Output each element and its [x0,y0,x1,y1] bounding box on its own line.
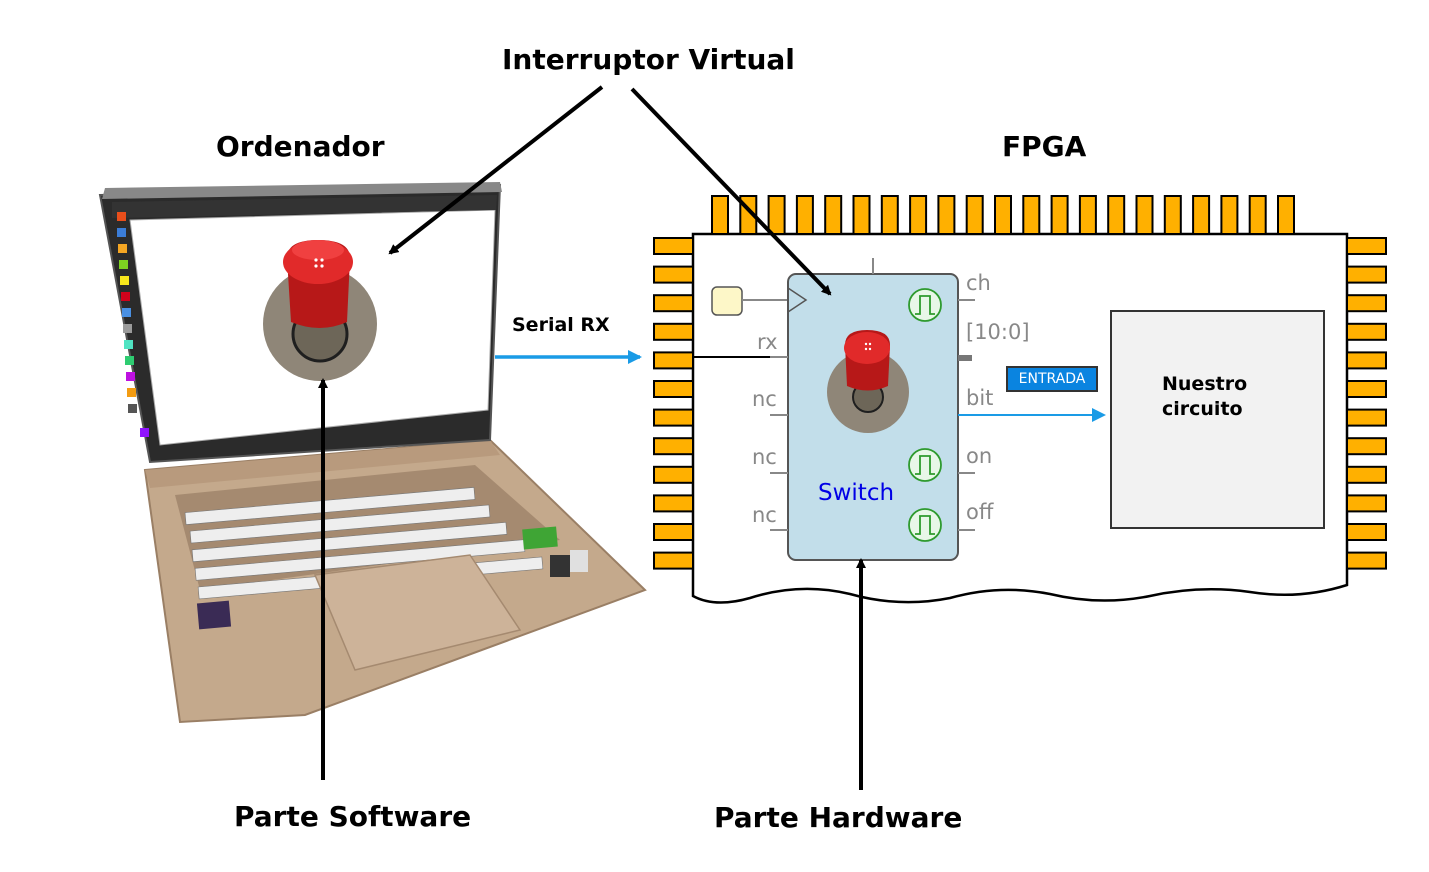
label-software-part: Parte Software [234,800,472,833]
label-hardware-part: Parte Hardware [714,801,963,834]
fpga-pin [1346,551,1387,570]
fpga-pin [1346,322,1387,341]
fpga-pin [653,322,694,341]
pulse-icon [908,508,942,542]
fpga-pin [653,523,694,541]
fpga-pin [824,195,843,235]
label-serial-rx: Serial RX [512,314,610,336]
pin-label-on: on [966,444,993,468]
fpga-pin [653,551,694,570]
fpga-pin [1346,380,1387,398]
pin-label-nc-2: nc [752,445,777,469]
fpga-pin [1346,294,1387,313]
pin-label-off: off [966,500,994,524]
fpga-pin [653,265,694,284]
fpga-pin [653,351,694,370]
our-circuit-label: Nuestro circuito [1162,373,1248,420]
fpga-pin [767,195,786,235]
pin-label-nc-3: nc [752,503,777,527]
fpga-pin [1346,437,1387,456]
switch-block-name: Switch [818,480,895,506]
red-button-icon [263,240,377,381]
pin-label-nc-1: nc [752,387,777,411]
arrow-to-software-button [388,85,604,255]
wire-label-entrada: ENTRADA [1006,366,1098,392]
fpga-pin [1346,408,1387,427]
fpga-pin [1078,195,1097,235]
fpga-pin [1022,195,1041,235]
fpga-pin [653,494,694,513]
fpga-pin [937,195,956,235]
fpga-pin [711,195,729,235]
fpga-pin [852,195,871,235]
fpga-pin [653,465,694,484]
fpga-pin [1346,265,1387,284]
fpga-pin [1248,195,1267,235]
fpga-pin [1135,195,1154,235]
arrow-to-hardware-switch [630,87,832,296]
fpga-pin [1346,237,1387,255]
fpga-pin [1346,465,1387,484]
label-computer: Ordenador [216,130,385,163]
fpga-pin [653,294,694,313]
pin-label-bit: bit [966,386,994,410]
clock-icon [711,286,790,316]
fpga-pin [965,195,984,235]
fpga-pin [1050,195,1069,235]
fpga-pin [653,408,694,427]
fpga-pin [994,195,1012,235]
fpga-pin [1277,195,1295,235]
fpga-pin [795,195,814,235]
our-circuit-box: Nuestro circuito [1110,310,1325,529]
fpga-pin [1192,195,1211,235]
pulse-icon [908,288,942,322]
fpga-pin [653,237,694,255]
fpga-pin [909,195,928,235]
pin-label-ch: ch [966,271,991,295]
fpga-pin [1346,523,1387,541]
label-fpga: FPGA [1002,130,1087,163]
pin-label-bus: [10:0] [966,320,1030,344]
fpga-pin [1346,351,1387,370]
pulse-icon [908,448,942,482]
fpga-pin [1107,195,1126,235]
fpga-pin [1346,494,1387,513]
laptop-image [98,182,647,724]
fpga-pin [653,380,694,398]
fpga-pin [1220,195,1239,235]
fpga-pin [1163,195,1182,235]
fpga-pin [880,195,899,235]
fpga-pin [653,437,694,456]
title-interruptor-virtual: Interruptor Virtual [502,43,795,76]
switch-block [770,258,975,561]
pin-label-rx: rx [757,330,778,354]
